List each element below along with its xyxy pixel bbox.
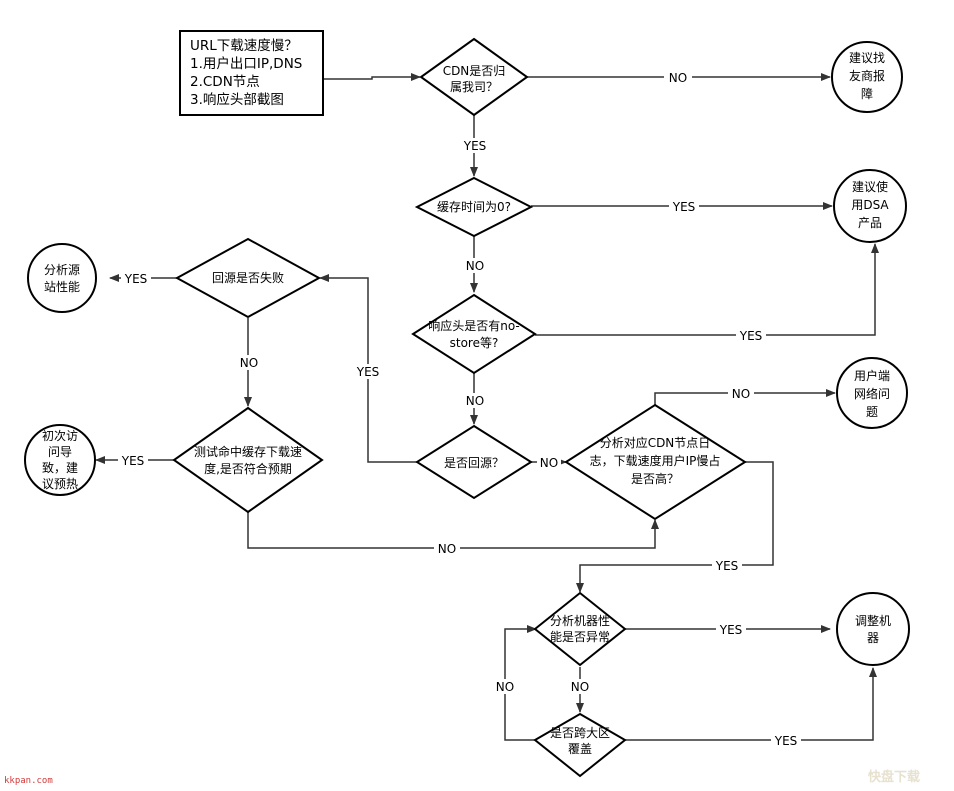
decision-origin-fail-line-1: 回源是否失败 bbox=[212, 270, 284, 285]
label-origin-no: NO bbox=[540, 456, 558, 470]
edge-nostore-yes bbox=[535, 243, 879, 336]
circle-suggest-vendor-line-2: 友商报 bbox=[849, 68, 885, 83]
decision-cdn-owner-line-1: CDN是否归 bbox=[443, 64, 506, 78]
start-box: URL下载速度慢？ 1.用户出口IP,DNS 2.CDN节点 3.响应头部截图 bbox=[179, 30, 324, 116]
label-nostore-yes: YES bbox=[739, 329, 763, 343]
label-machine-no: NO bbox=[571, 680, 589, 694]
circle-first-visit-line-2: 问导 bbox=[48, 445, 72, 459]
watermark-left: kkpan.com bbox=[4, 776, 53, 786]
circle-suggest-vendor-line-1: 建议找 bbox=[849, 51, 885, 65]
circle-suggest-vendor-line-3: 障 bbox=[861, 86, 873, 101]
decision-test-hit-line-1: 测试命中缓存下载速 bbox=[194, 444, 302, 459]
circle-analyze-origin-line-1: 分析源 bbox=[44, 263, 80, 277]
circle-analyze-origin-line-2: 站性能 bbox=[44, 280, 80, 294]
decision-analyze-logs: 分析对应CDN节点日 志，下载速度用户IP慢占 是否高？ bbox=[564, 403, 747, 521]
circle-client-network-line-3: 题 bbox=[866, 405, 878, 419]
decision-cache-zero-line-1: 缓存时间为0? bbox=[437, 200, 511, 214]
decision-analyze-logs-line-3: 是否高？ bbox=[631, 471, 679, 486]
decision-back-to-origin: 是否回源？ bbox=[415, 424, 533, 500]
label-test-yes: YES bbox=[121, 454, 145, 468]
label-test-no: NO bbox=[438, 542, 456, 556]
circle-client-network-line-1: 用户端 bbox=[854, 368, 890, 383]
decision-cache-zero: 缓存时间为0? bbox=[414, 176, 534, 238]
edge-labels: NO YES YES NO YES NO YES NO YES NO YES N… bbox=[118, 70, 801, 748]
circle-suggest-dsa-line-2: 用DSA bbox=[851, 198, 889, 212]
label-fail-yes: YES bbox=[124, 272, 148, 286]
circle-suggest-vendor: 建议找 友商报 障 bbox=[831, 41, 903, 113]
label-fail-no: NO bbox=[240, 356, 258, 370]
decision-cdn-owner-line-2: 属我司？ bbox=[450, 80, 498, 94]
circle-adjust-machine: 调整机 器 bbox=[836, 592, 910, 666]
start-line-3: 2.CDN节点 bbox=[190, 74, 260, 90]
circle-client-network: 用户端 网络问 题 bbox=[836, 357, 908, 429]
decision-no-store-line-2: store等? bbox=[450, 336, 499, 350]
label-logs-no: NO bbox=[732, 387, 750, 401]
label-cache-no: NO bbox=[466, 259, 484, 273]
circle-first-visit-line-4: 议预热 bbox=[42, 477, 78, 491]
watermark-right: 快盘下载 bbox=[868, 770, 921, 785]
start-line-2: 1.用户出口IP,DNS bbox=[190, 55, 302, 72]
label-cdn-yes: YES bbox=[463, 139, 487, 153]
circle-analyze-origin: 分析源 站性能 bbox=[27, 243, 97, 313]
decision-cross-region: 是否跨大区 覆盖 bbox=[533, 712, 627, 778]
start-line-1: URL下载速度慢？ bbox=[190, 37, 298, 54]
circle-adjust-machine-line-2: 器 bbox=[867, 631, 879, 645]
circle-first-visit-line-3: 致，建 bbox=[42, 461, 78, 475]
label-cross-no: NO bbox=[496, 680, 514, 694]
circle-suggest-dsa: 建议使 用DSA 产品 bbox=[833, 169, 907, 243]
decision-test-hit-line-2: 度,是否符合预期 bbox=[204, 461, 292, 476]
circle-first-visit-line-1: 初次访 bbox=[42, 429, 78, 443]
decision-no-store: 响应头是否有no- store等? bbox=[411, 293, 537, 375]
label-cdn-no: NO bbox=[669, 71, 687, 85]
label-cross-yes: YES bbox=[774, 734, 798, 748]
decision-machine-abnormal: 分析机器性 能是否异常 bbox=[533, 591, 627, 667]
start-line-4: 3.响应头部截图 bbox=[190, 91, 284, 108]
decision-machine-abnormal-line-1: 分析机器性 bbox=[550, 614, 610, 628]
decision-cdn-owner: CDN是否归 属我司？ bbox=[419, 37, 529, 117]
decision-test-hit: 测试命中缓存下载速 度,是否符合预期 bbox=[172, 406, 324, 514]
label-logs-yes: YES bbox=[715, 559, 739, 573]
circle-suggest-dsa-line-1: 建议使 bbox=[852, 179, 888, 194]
label-machine-yes: YES bbox=[719, 623, 743, 637]
decision-analyze-logs-line-1: 分析对应CDN节点日 bbox=[600, 435, 711, 450]
edge-logs-yes bbox=[576, 461, 774, 593]
circle-first-visit: 初次访 问导 致，建 议预热 bbox=[24, 424, 96, 496]
edge-logs-no bbox=[654, 389, 836, 405]
decision-analyze-logs-line-2: 志，下载速度用户IP慢占 bbox=[590, 453, 721, 468]
decision-back-to-origin-line-1: 是否回源？ bbox=[444, 456, 504, 470]
edge-cross-yes bbox=[625, 667, 877, 741]
edge-start-to-cdn bbox=[323, 73, 421, 81]
decision-origin-fail: 回源是否失败 bbox=[174, 237, 322, 319]
edges bbox=[95, 73, 879, 741]
label-origin-yes: YES bbox=[356, 365, 380, 379]
label-nostore-no: NO bbox=[466, 394, 484, 408]
circle-adjust-machine-line-1: 调整机 bbox=[855, 613, 891, 628]
nodes: URL下载速度慢？ 1.用户出口IP,DNS 2.CDN节点 3.响应头部截图 … bbox=[24, 30, 910, 778]
decision-no-store-line-1: 响应头是否有no- bbox=[428, 318, 520, 333]
circle-suggest-dsa-line-3: 产品 bbox=[858, 216, 882, 230]
circle-client-network-line-2: 网络问 bbox=[854, 386, 890, 401]
decision-machine-abnormal-line-2: 能是否异常 bbox=[550, 630, 610, 644]
decision-cross-region-line-1: 是否跨大区 bbox=[550, 726, 610, 740]
decision-cross-region-line-2: 覆盖 bbox=[568, 742, 592, 756]
label-cache-yes: YES bbox=[672, 200, 696, 214]
